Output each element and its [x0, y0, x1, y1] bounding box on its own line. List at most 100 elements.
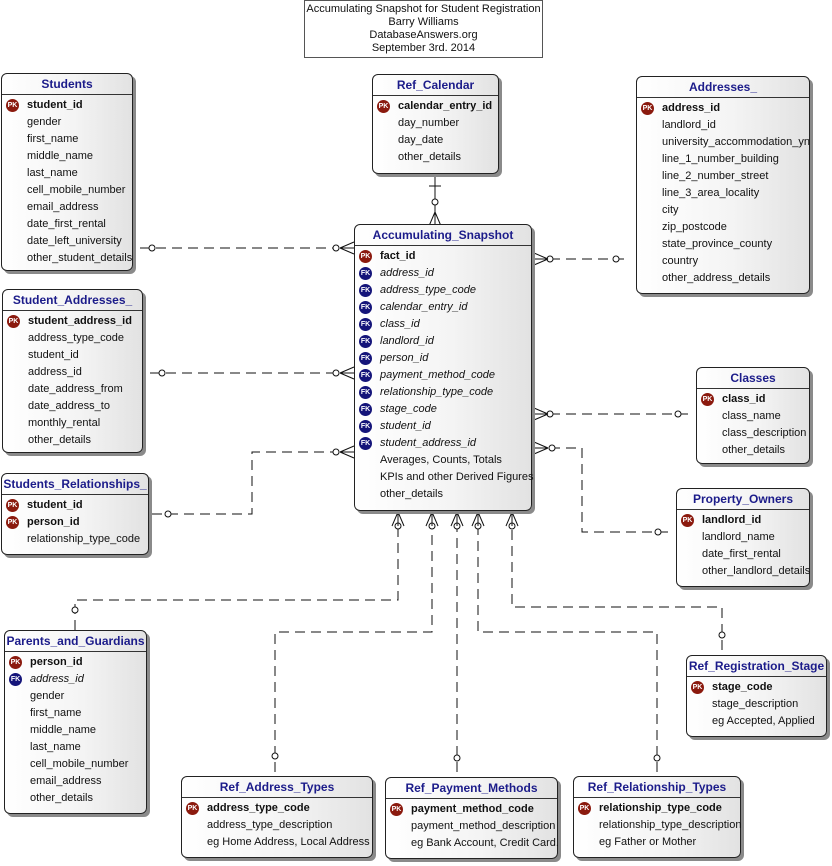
- attribute-name: address_type_code: [207, 802, 310, 814]
- diagram-title: Accumulating Snapshot for Student Regist…: [306, 3, 541, 15]
- attribute-name: other_details: [30, 792, 93, 804]
- attribute-name: cell_mobile_number: [30, 758, 129, 770]
- attribute-row: last_name: [5, 739, 146, 756]
- attribute-name: last_name: [30, 741, 81, 753]
- primary-key-icon: PK: [691, 681, 704, 694]
- attribute-row: class_description: [697, 425, 809, 442]
- primary-key-icon: PK: [701, 393, 714, 406]
- crow-foot: [471, 511, 485, 527]
- diagram-author: Barry Williams: [388, 16, 459, 28]
- attribute-row: FK student_address_id: [355, 435, 531, 452]
- attribute-name: student_id: [27, 499, 83, 511]
- attribute-name: student_address_id: [380, 437, 477, 449]
- attribute-name: relationship_type_description: [599, 819, 742, 831]
- rel-end-circle: [158, 369, 166, 377]
- attribute-name: payment_method_code: [380, 369, 495, 381]
- attribute-name: address_type_code: [380, 284, 477, 296]
- rel-end-circle: [453, 754, 461, 762]
- rel-end-circle: [332, 448, 340, 456]
- attribute-row: line_2_number_street: [637, 168, 809, 185]
- attribute-name: address_id: [380, 267, 434, 279]
- entity-name: Accumulating_Snapshot: [355, 225, 531, 246]
- crow-foot: [450, 511, 464, 527]
- attribute-name: address_id: [28, 366, 82, 378]
- attribute-row: city: [637, 202, 809, 219]
- entity-name: Ref_Address_Types: [182, 777, 372, 798]
- attribute-name: eg Bank Account, Credit Card.: [411, 837, 559, 849]
- crow-foot: [339, 241, 355, 255]
- primary-key-icon: PK: [359, 250, 372, 263]
- attribute-name: stage_description: [712, 698, 799, 710]
- attribute-name: other_details: [722, 444, 785, 456]
- entity-name: Ref_Relationship_Types: [574, 777, 740, 798]
- rel-end-circle: [548, 444, 556, 452]
- attribute-name: payment_method_description: [411, 820, 556, 832]
- primary-key-icon: PK: [681, 514, 694, 527]
- attribute-row: eg Home Address, Local Address: [182, 834, 372, 851]
- attribute-row: other_address_details: [637, 270, 809, 287]
- attribute-row: middle_name: [5, 722, 146, 739]
- attribute-row: Averages, Counts, Totals: [355, 452, 531, 469]
- foreign-key-icon: FK: [359, 335, 372, 348]
- foreign-key-icon: FK: [359, 386, 372, 399]
- attribute-name: date_left_university: [27, 235, 122, 247]
- attribute-name: date_first_rental: [27, 218, 106, 230]
- foreign-key-icon: FK: [359, 352, 372, 365]
- attribute-row: line_1_number_building: [637, 151, 809, 168]
- attribute-name: country: [662, 255, 699, 267]
- attribute-name: other_details: [28, 434, 91, 446]
- attribute-row: line_3_area_locality: [637, 185, 809, 202]
- rel-owners-snapshot: [550, 447, 670, 533]
- attribute-row: other_details: [697, 442, 809, 459]
- attribute-name: landlord_id: [702, 514, 762, 526]
- foreign-key-icon: FK: [9, 673, 22, 686]
- attribute-row: monthly_rental: [3, 415, 142, 432]
- attribute-row: email_address: [5, 773, 146, 790]
- foreign-key-icon: FK: [359, 301, 372, 314]
- entity-name: Property_Owners: [677, 489, 809, 510]
- entity-name: Students: [2, 74, 132, 95]
- attribute-name: cell_mobile_number: [27, 184, 126, 196]
- attribute-row: university_accommodation_yn: [637, 134, 810, 151]
- attribute-row: date_address_from: [3, 381, 142, 398]
- attribute-name: person_id: [380, 352, 429, 364]
- entity-name: Addresses_: [637, 77, 809, 98]
- attribute-name: relationship_type_code: [599, 802, 722, 814]
- rel-end-circle: [271, 752, 279, 760]
- attribute-row: other_student_details: [2, 250, 132, 267]
- attribute-name: other_details: [398, 151, 461, 163]
- primary-key-icon: PK: [186, 802, 199, 815]
- foreign-key-icon: FK: [359, 437, 372, 450]
- attribute-row: gender: [2, 114, 132, 131]
- attribute-name: date_address_to: [28, 400, 110, 412]
- attribute-name: eg Accepted, Applied: [712, 715, 815, 727]
- attribute-row: eg Father or Mother: [574, 834, 740, 851]
- attribute-name: email_address: [27, 201, 99, 213]
